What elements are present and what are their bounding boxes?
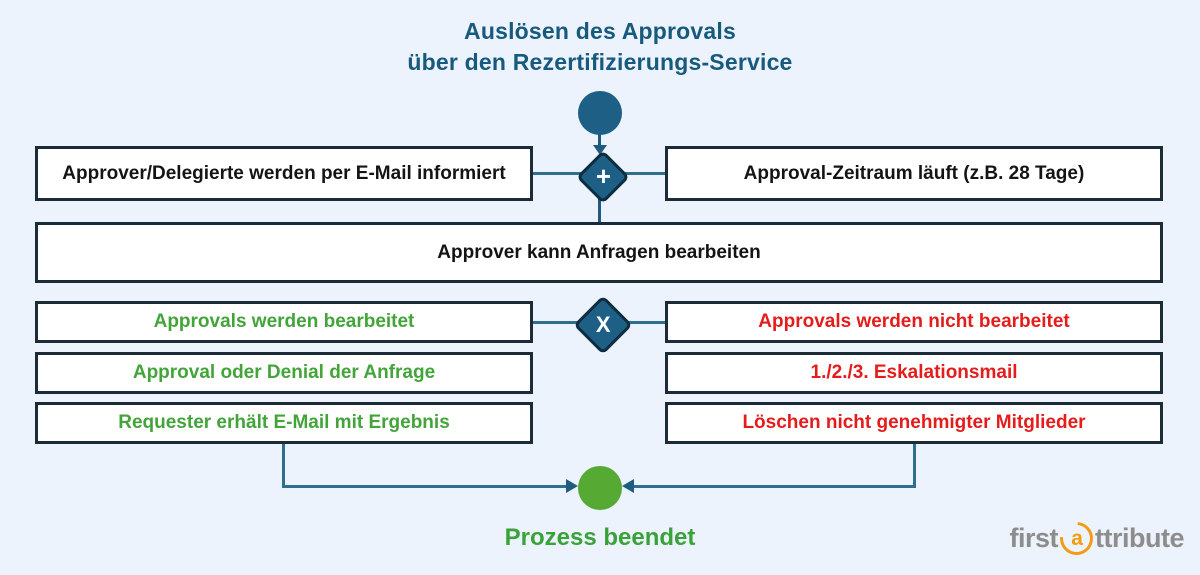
task-delete-unapproved-members: Löschen nicht genehmigter Mitglieder	[665, 402, 1163, 444]
x-icon: X	[595, 312, 611, 337]
vendor-logo: first a ttribute	[1009, 515, 1184, 562]
task-approvals-not-processed: Approvals werden nicht bearbeitet	[665, 301, 1163, 343]
parallel-gateway: +	[576, 150, 630, 204]
connector-right-to-end-horizontal	[633, 485, 916, 488]
page-title-line-1: Auslösen des Approvals	[464, 18, 736, 44]
connector-left-to-end-horizontal	[282, 485, 568, 488]
process-end-label: Prozess beendet	[504, 524, 696, 551]
plus-icon: +	[596, 160, 612, 191]
task-approvals-processed: Approvals werden bearbeitet	[35, 301, 533, 343]
task-approval-period: Approval-Zeitraum läuft (z.B. 28 Tage)	[665, 146, 1163, 201]
page-title-line-2: über den Rezertifizierungs-Service	[407, 49, 793, 75]
end-event-circle	[578, 466, 622, 510]
task-escalation-mail: 1./2./3. Eskalationsmail	[665, 352, 1163, 394]
page-title: Auslösen des Approvals über den Rezertif…	[0, 16, 1200, 78]
connector-start-to-parallel	[598, 134, 601, 148]
task-requester-result-mail: Requester erhält E-Mail mit Ergebnis	[35, 402, 533, 444]
logo-at-ring-icon: a	[1053, 515, 1100, 562]
arrowhead-left-icon	[622, 479, 634, 493]
task-approval-or-denial: Approval oder Denial der Anfrage	[35, 352, 533, 394]
task-approver-informed: Approver/Delegierte werden per E-Mail in…	[35, 146, 533, 201]
connector-right-to-end-vertical	[913, 444, 916, 488]
logo-text-rest: ttribute	[1095, 523, 1184, 553]
exclusive-gateway: X	[573, 295, 633, 355]
task-approver-can-process: Approver kann Anfragen bearbeiten	[35, 222, 1163, 283]
connector-parallel-to-wide-box	[598, 198, 601, 222]
arrowhead-down-icon	[593, 145, 607, 155]
logo-text-first: first	[1009, 523, 1059, 553]
start-event-circle	[578, 91, 622, 135]
connector-left-to-end-vertical	[282, 444, 285, 488]
arrowhead-right-icon	[566, 479, 578, 493]
